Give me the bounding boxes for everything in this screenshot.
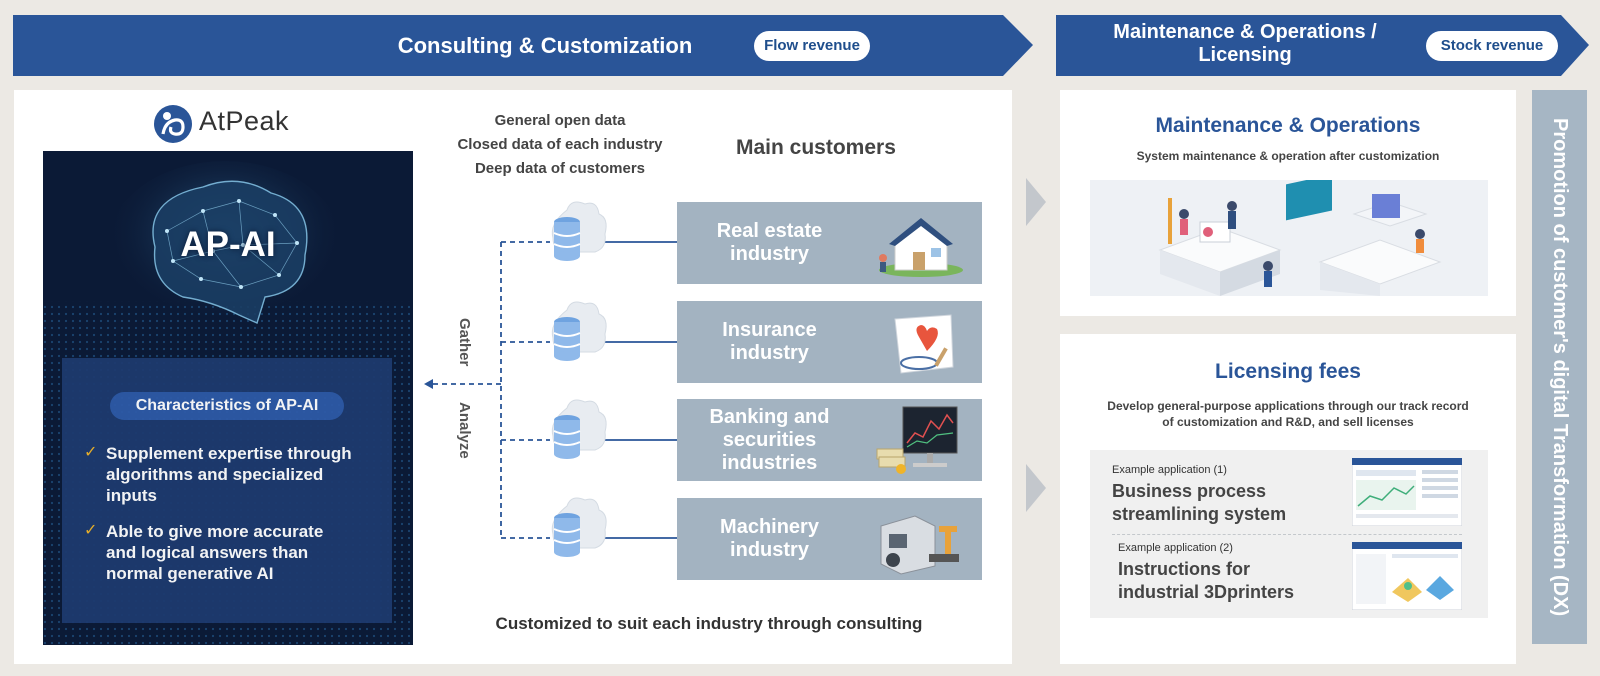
characteristic-item-2-line3: normal generative AI (106, 564, 274, 583)
industry-line2: industry (730, 243, 809, 265)
database-icons (551, 201, 608, 558)
industry-line1: Banking and (709, 405, 830, 428)
industry-line1: Real estate (716, 220, 823, 242)
licensing-panel: Licensing fees Develop general-purpose a… (1060, 334, 1516, 664)
connector-arrows (1026, 178, 1046, 512)
industry-box-machinery: Machinery industry (677, 498, 982, 580)
insurance-icon (894, 314, 954, 374)
check-icon: ✓ (84, 444, 98, 461)
finance-icon (876, 406, 958, 474)
industry-line1: Insurance (722, 319, 817, 341)
characteristic-item-1-line1: Supplement expertise through (106, 444, 352, 463)
database-cloud-icon (551, 301, 608, 362)
characteristic-item-1-line2: algorithms and specialized (106, 465, 324, 484)
ai-visual-panel: AP-AI Characteristics of AP-AI ✓ Supplem… (43, 151, 413, 645)
main-customers-title: Main customers (736, 136, 896, 159)
atpeak-logo-icon (154, 105, 192, 143)
example-1-tag: Example application (1) (1112, 464, 1227, 476)
printer-app-screenshot-icon (1352, 542, 1462, 610)
right-banner-title-line1: Maintenance & Operations / (1113, 21, 1377, 43)
data-source-2: Closed data of each industry (457, 136, 663, 153)
characteristics-title: Characteristics of AP-AI (110, 392, 344, 420)
licensing-title: Licensing fees (1215, 360, 1361, 383)
left-banner-title: Consulting & Customization (397, 33, 693, 58)
industry-box-real-estate: Real estate industry (677, 202, 982, 284)
database-cloud-icon (551, 399, 608, 460)
industry-line2: industry (730, 342, 809, 364)
industry-box-banking: Banking and securities industries (677, 399, 982, 481)
examples-box: Example application (1) Business process… (1090, 450, 1488, 618)
characteristics-box: Characteristics of AP-AI ✓ Supplement ex… (62, 358, 392, 623)
gather-label: Gather (456, 318, 473, 367)
maintenance-subtitle: System maintenance & operation after cus… (1136, 149, 1440, 163)
data-source-1: General open data (494, 112, 626, 129)
analyze-label: Analyze (456, 402, 473, 459)
example-1-title: Business process streamlining system (1112, 480, 1286, 526)
examples-divider (1112, 534, 1462, 535)
ap-ai-title: AP-AI (180, 225, 276, 264)
arrow-right-icon (1026, 464, 1046, 512)
example-1-line1: Business process (1112, 481, 1267, 501)
characteristic-item-2-line2: and logical answers than (106, 543, 309, 562)
dx-promotion-text: Promotion of customer's digital Transfor… (1549, 117, 1571, 617)
maintenance-title: Maintenance & Operations (1155, 114, 1421, 137)
house-icon (879, 218, 963, 277)
data-sources: General open data Closed data of each in… (440, 109, 680, 181)
maintenance-panel: Maintenance & Operations System maintena… (1060, 90, 1516, 316)
right-banner-title: Maintenance & Operations / Licensing (1080, 21, 1410, 67)
dx-promotion-bar: Promotion of customer's digital Transfor… (1532, 90, 1587, 644)
characteristic-item-2-line1: Able to give more accurate (106, 522, 324, 541)
licensing-desc-line1: Develop general-purpose applications thr… (1107, 399, 1469, 413)
atpeak-logo-text: AtPeak (199, 106, 290, 136)
example-2-line1: Instructions for (1118, 559, 1251, 579)
data-flow-lines (424, 241, 678, 539)
licensing-desc-line2: of customization and R&D, and sell licen… (1162, 415, 1414, 429)
database-cloud-icon (551, 201, 608, 262)
example-2-tag: Example application (2) (1118, 542, 1233, 554)
characteristic-item-2: Able to give more accurate and logical a… (106, 521, 406, 584)
industry-line3: industries (721, 451, 818, 474)
arrow-right-icon (1026, 178, 1046, 226)
industry-box-insurance: Insurance industry (677, 301, 982, 383)
industry-line1: Machinery (720, 516, 819, 538)
right-banner-title-line2: Licensing (1198, 44, 1292, 66)
operations-illustration (1090, 180, 1488, 296)
data-source-3: Deep data of customers (474, 160, 646, 177)
check-icon: ✓ (84, 522, 98, 539)
industry-line2: industry (730, 539, 809, 561)
database-cloud-icon (551, 497, 608, 558)
flow-revenue-badge: Flow revenue (754, 31, 870, 61)
industry-line2: securities (722, 428, 817, 451)
licensing-description: Develop general-purpose applications thr… (1060, 398, 1516, 430)
footer-note: Customized to suit each industry through… (495, 614, 923, 633)
example-1-line2: streamlining system (1112, 504, 1287, 524)
stock-revenue-badge: Stock revenue (1426, 31, 1558, 61)
example-2-title: Instructions for industrial 3Dprinters (1118, 558, 1294, 604)
operations-team-icon (1158, 180, 1442, 296)
example-2-line2: industrial 3Dprinters (1118, 582, 1295, 602)
characteristic-item-1: Supplement expertise through algorithms … (106, 443, 406, 506)
dashboard-screenshot-icon (1352, 458, 1462, 526)
machine-icon (880, 515, 959, 575)
characteristic-item-1-line3: inputs (106, 486, 157, 505)
